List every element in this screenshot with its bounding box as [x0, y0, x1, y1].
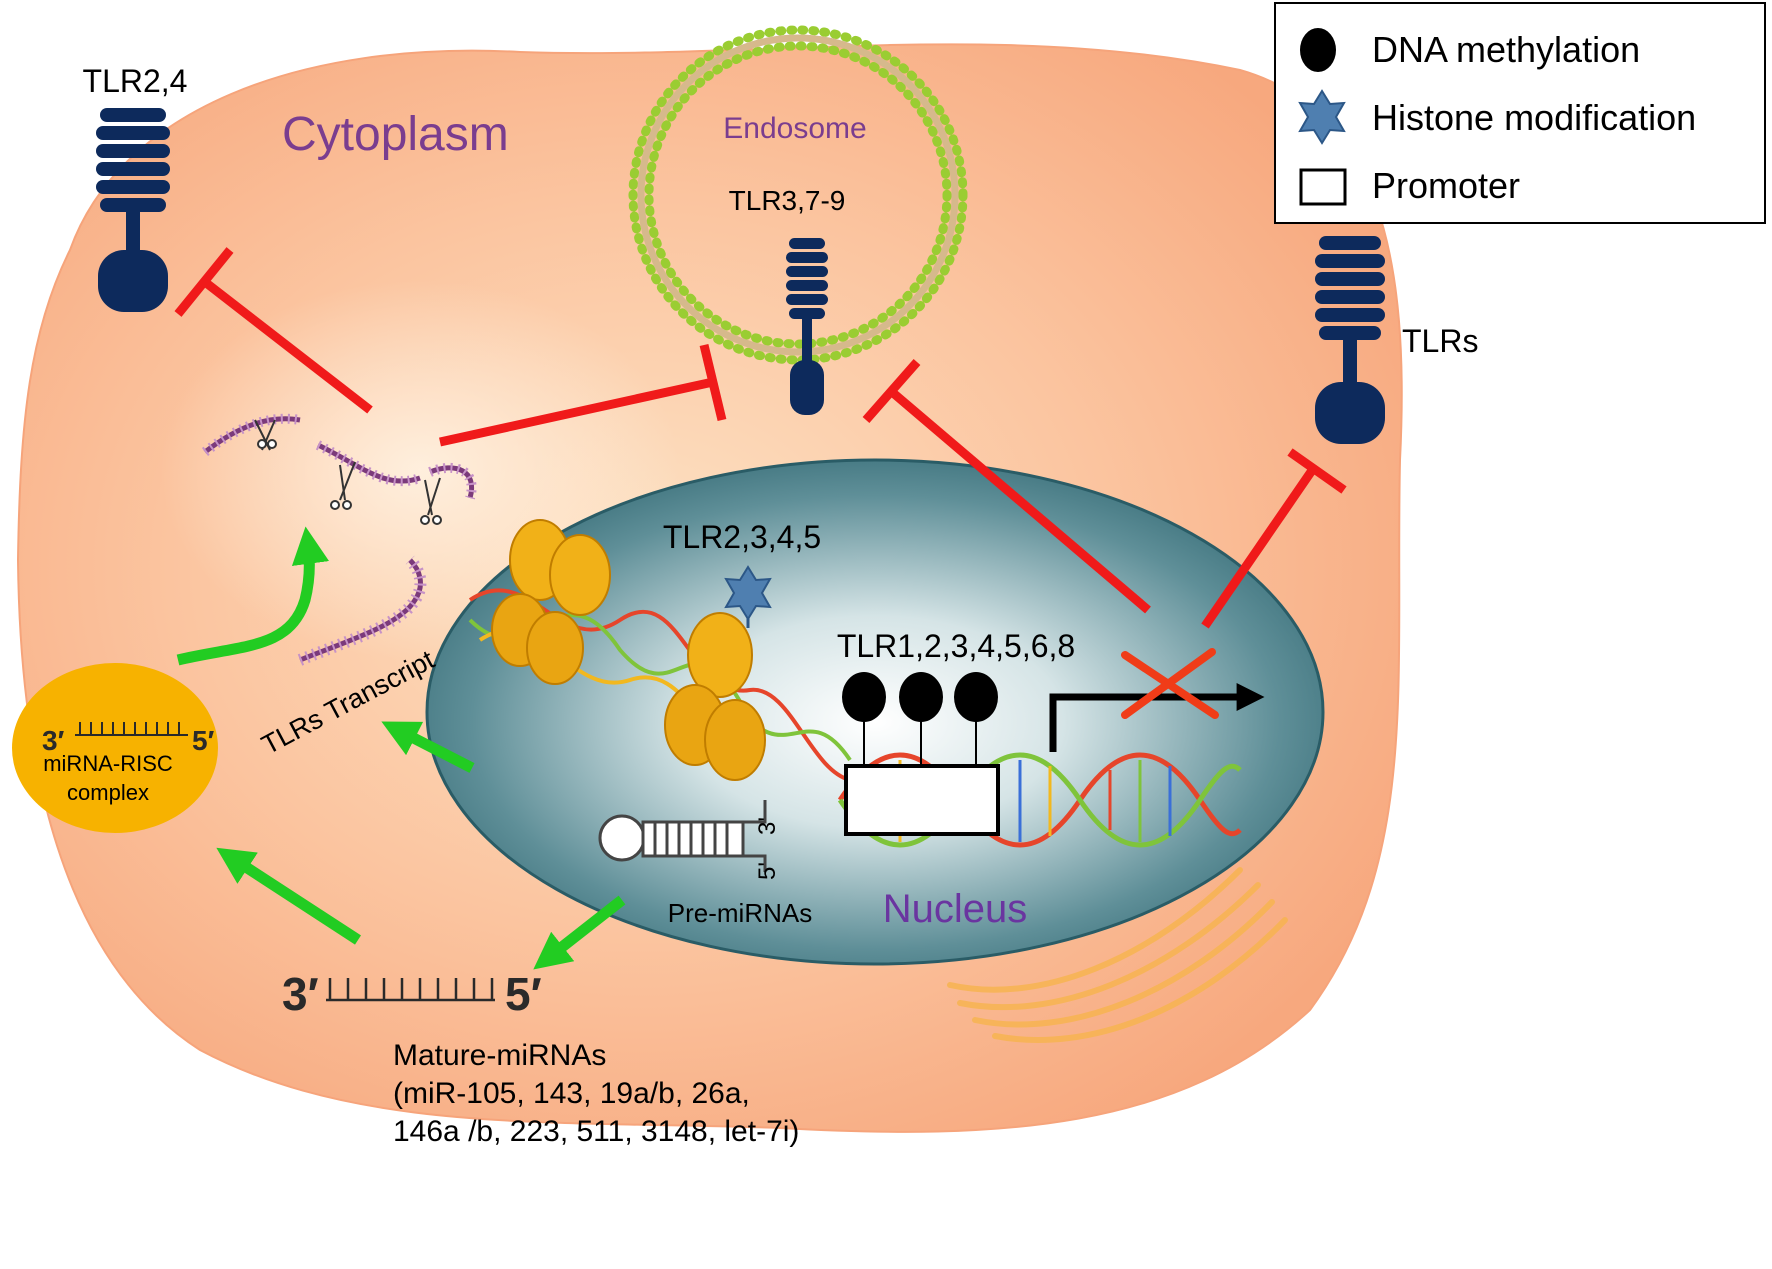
risc-mirna-strand-icon	[75, 722, 188, 736]
tlr1234568-label: TLR1,2,3,4,5,6,8	[837, 628, 1075, 664]
promoter-box-icon	[844, 764, 1000, 836]
legend-box	[1274, 2, 1766, 224]
nucleus-label: Nucleus	[883, 887, 1028, 931]
inhibit-tlr24-bar	[174, 247, 234, 317]
mature-mirnas-list-line2: 146a /b, 223, 511, 3148, let-7i)	[393, 1115, 799, 1148]
pre-to-mature-arrow	[533, 895, 626, 970]
transcription-blocked-x-icon	[1121, 648, 1219, 719]
methylation-circle-icon	[954, 672, 998, 722]
pre-mirna-five-prime-label: 5'	[754, 862, 781, 880]
tlr24-receptor-icon	[96, 108, 170, 312]
risc-to-mrna-arrow	[176, 526, 330, 666]
tlrs-receptor-icon	[1315, 236, 1385, 444]
mature-to-risc-arrow	[216, 847, 362, 945]
pre-mirna-three-prime-label: 3'	[754, 817, 781, 835]
inhibit-tlr379-line	[439, 377, 714, 447]
degraded-tlr-mrna	[201, 413, 477, 500]
dna-methylation-marks	[842, 672, 998, 766]
endosome	[628, 25, 968, 365]
tlrs-label: TLRs	[1402, 323, 1478, 359]
mature-mirnas-list-line1: (miR-105, 143, 19a/b, 26a,	[393, 1077, 750, 1110]
inhibition-arrows	[174, 247, 1347, 629]
inhibit-nuclear-to-tlrs-line	[1201, 463, 1319, 629]
legend-methylation-label: DNA methylation	[1372, 29, 1640, 70]
tlr379-receptor-icon	[786, 238, 828, 415]
legend: DNA methylation Histone modification Pro…	[1274, 2, 1766, 224]
promotion-arrows	[176, 526, 626, 970]
tlr24-label: TLR2,4	[83, 63, 188, 99]
legend-methylation-icon	[1300, 28, 1336, 72]
mature-three-prime-label: 3′	[282, 968, 319, 1020]
pre-mirna-hairpin-icon	[598, 800, 767, 872]
mature-mirnas-title: Mature-miRNAs	[393, 1039, 606, 1072]
inhibit-nuclear-to-tlr379-line	[889, 388, 1151, 614]
golgi-apparatus	[947, 867, 1288, 1043]
scissors-icon	[254, 419, 442, 525]
histone-modification-star-icon	[724, 565, 772, 621]
endosome-label: Endosome	[723, 112, 866, 145]
inhibit-tlr24-line	[202, 278, 373, 414]
inhibit-tlr379-bar	[699, 343, 727, 422]
tlr2345-label: TLR2,3,4,5	[663, 519, 821, 555]
risc-label-line1: miRNA-RISC	[43, 751, 173, 776]
pre-mirnas-label: Pre-miRNAs	[668, 898, 812, 928]
mature-mirna-strand-icon	[326, 978, 495, 1002]
nucleus-to-transcript-arrow	[381, 721, 475, 773]
legend-promoter-icon	[1299, 168, 1347, 206]
risc-five-prime-label: 5′	[192, 725, 215, 756]
risc-three-prime-label: 3′	[42, 725, 65, 756]
inhibit-nuclear-to-tlrs-bar	[1287, 448, 1347, 494]
legend-histone-label: Histone modification	[1372, 97, 1696, 138]
methylation-circle-icon	[899, 672, 943, 722]
legend-promoter-label: Promoter	[1372, 165, 1520, 206]
cytoplasm-label: Cytoplasm	[282, 108, 509, 161]
mature-five-prime-label: 5′	[505, 968, 542, 1020]
tlr379-label: TLR3,7-9	[729, 185, 846, 216]
mirna-risc-complex	[12, 663, 218, 833]
risc-label-line2: complex	[67, 780, 149, 805]
legend-histone-star-icon	[1298, 89, 1346, 145]
inhibit-nuclear-to-tlr379-bar	[862, 359, 921, 423]
chromatin-nucleosomes	[468, 519, 852, 782]
tlrs-transcript-mrna	[297, 555, 427, 666]
methylation-circle-icon	[842, 672, 886, 722]
